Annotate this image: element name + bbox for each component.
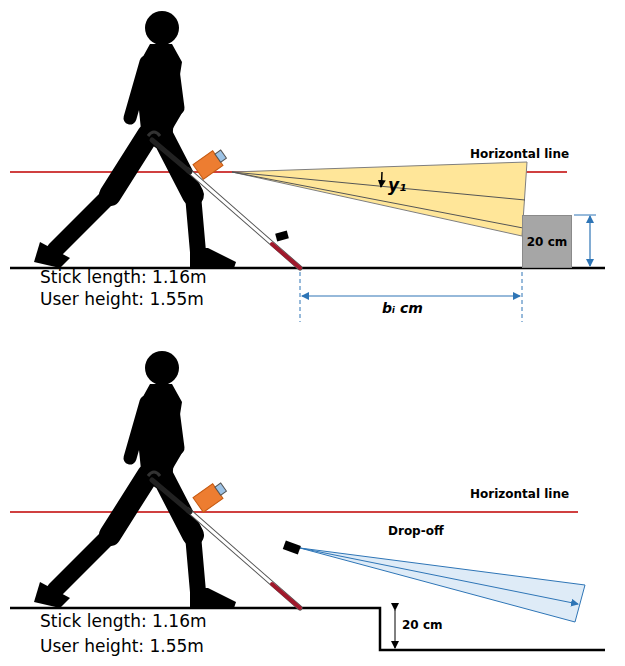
diagram-label: User height: 1.55m <box>40 290 204 310</box>
obstacle-box: 20 cm <box>522 215 572 268</box>
diagram-label: Stick length: 1.16m <box>40 268 207 288</box>
diagram-label: 20 cm <box>402 619 443 633</box>
diagram-label: bᵢ cm <box>382 300 423 316</box>
diagram-label: y₁ <box>388 176 407 196</box>
obstacle-height: 20 cm <box>527 235 568 249</box>
diagram-label: Horizontal line <box>470 148 569 162</box>
diagram-label: User height: 1.55m <box>40 637 204 657</box>
diagram-label: Drop-off <box>388 525 444 539</box>
diagram-label: Stick length: 1.16m <box>40 612 207 632</box>
diagram-label: Horizontal line <box>470 488 569 502</box>
